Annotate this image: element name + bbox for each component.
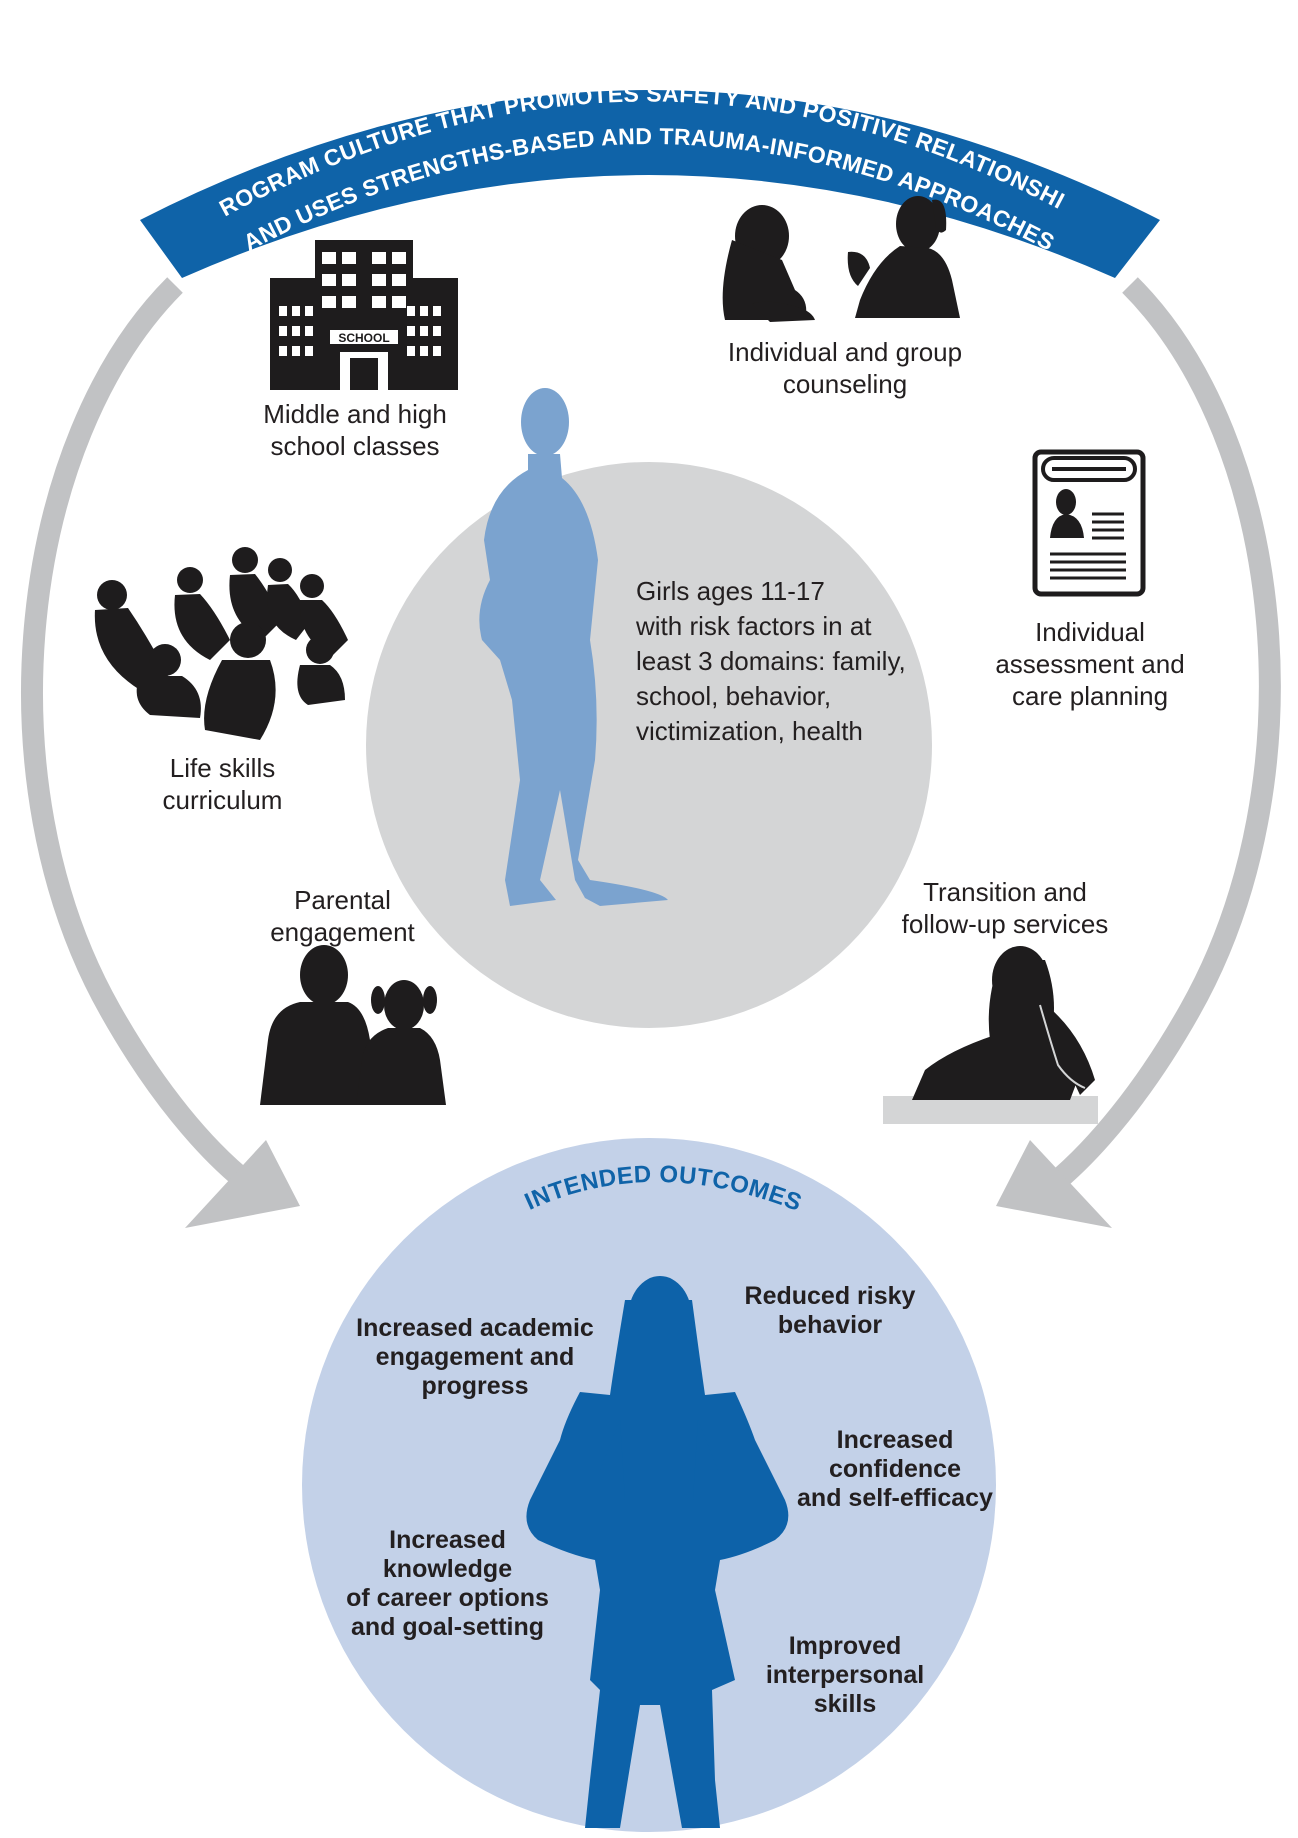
parental-line-1: Parental [294, 885, 391, 915]
outcome-interpersonal-line-2: interpersonal [765, 1661, 925, 1689]
outcome-risky-line-2: behavior [777, 1311, 883, 1339]
outcome-academic-line-3: progress [421, 1372, 529, 1400]
counseling-line-1: Individual and group [727, 337, 963, 367]
life-skills-line-2: curriculum [162, 785, 283, 815]
counseling-line-2: counseling [782, 369, 908, 399]
outcome-confidence-line-1: Increased [836, 1426, 954, 1454]
parent-and-child-icon [260, 945, 446, 1105]
outcome-risky-behavior: Reduced risky behavior [735, 1282, 925, 1340]
transition-line-1: Transition and [923, 877, 1087, 907]
population-line-4: school, behavior, [636, 681, 832, 711]
school-classes-line-2: school classes [270, 431, 440, 461]
outcome-career-line-4: and goal-setting [350, 1613, 545, 1641]
right-cycle-arrow [996, 277, 1281, 1228]
outcome-academic-line-1: Increased academic [356, 1314, 594, 1342]
girl-silhouette-dark [526, 1276, 789, 1828]
left-cycle-arrow [21, 277, 300, 1228]
transition-label: Transition and follow-up services [880, 876, 1130, 940]
life-skills-label: Life skills curriculum [140, 752, 305, 816]
population-line-2: with risk factors in at [636, 611, 872, 641]
assessment-document-icon [1032, 449, 1146, 597]
outcome-career-line-1: Increased [389, 1526, 506, 1554]
population-line-5: victimization, health [636, 716, 863, 746]
outcome-confidence: Increased confidence and self-efficacy [785, 1426, 1005, 1513]
outcome-career-line-3: of career options [346, 1584, 549, 1612]
school-classes-label: Middle and high school classes [245, 398, 465, 462]
outcome-confidence-line-2: confidence [829, 1455, 961, 1483]
parental-line-2: engagement [270, 917, 415, 947]
assessment-line-3: care planning [1011, 681, 1169, 711]
transition-line-2: follow-up services [901, 909, 1109, 939]
outcome-interpersonal: Improved interpersonal skills [755, 1632, 935, 1719]
school-classes-line-1: Middle and high [263, 399, 447, 429]
population-line-3: least 3 domains: family, [636, 646, 906, 676]
outcome-career-knowledge: Increased knowledge of career options an… [340, 1526, 555, 1642]
life-skills-group-icon [94, 547, 348, 740]
life-skills-line-1: Life skills [169, 753, 276, 783]
phone-call-woman-icon [883, 946, 1098, 1124]
counseling-label: Individual and group counseling [700, 336, 990, 400]
outcome-risky-line-1: Reduced risky [744, 1282, 916, 1310]
school-icon: SCHOOL [270, 240, 458, 390]
outcome-career-line-2: knowledge [382, 1555, 513, 1583]
assessment-line-1: Individual [1035, 617, 1145, 647]
outcome-interpersonal-line-1: Improved [788, 1632, 902, 1660]
counseling-icon [722, 196, 960, 322]
population-line-1: Girls ages 11-17 [636, 576, 825, 606]
target-population-text: Girls ages 11-17 with risk factors in at… [636, 574, 936, 749]
girl-silhouette-light [479, 388, 668, 906]
parental-engagement-label: Parental engagement [250, 884, 435, 948]
assessment-line-2: assessment and [995, 649, 1185, 679]
assessment-label: Individual assessment and care planning [985, 616, 1195, 712]
outcome-confidence-line-3: and self-efficacy [797, 1484, 993, 1512]
outcome-academic-line-2: engagement and [375, 1343, 575, 1371]
school-sign: SCHOOL [338, 331, 389, 345]
outcome-academic: Increased academic engagement and progre… [345, 1314, 605, 1401]
outcome-interpersonal-line-3: skills [813, 1690, 877, 1718]
program-culture-banner: PROGRAM CULTURE THAT PROMOTES SAFETY AND… [0, 0, 1160, 278]
